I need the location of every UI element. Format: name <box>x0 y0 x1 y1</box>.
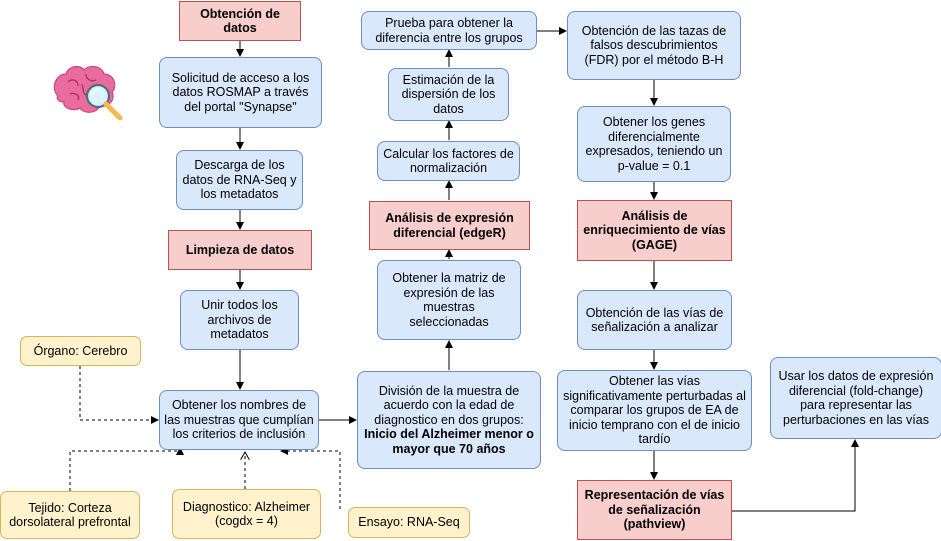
node-analisis-enriquecimiento: Análisis de enriquecimiento de vías (GAG… <box>577 200 732 261</box>
node-obtener-nombres: Obtener los nombres de las muestras que … <box>159 390 319 450</box>
node-usar-datos: Usar los datos de expresión diferencial … <box>770 357 941 439</box>
node-division-muestra: División de la muestra de acuerdo con la… <box>357 371 541 469</box>
node-prueba-diferencia: Prueba para obtener la diferencia entre … <box>361 11 537 50</box>
node-vias-perturbadas: Obtener las vías significativamente pert… <box>557 370 752 451</box>
node-representacion-vias: Representación de vías de señalización (… <box>577 480 732 540</box>
node-unir-archivos: Unir todos los archivos de metadatos <box>180 290 299 350</box>
node-vias-analizar: Obtención de las vías de señalización a … <box>577 290 732 350</box>
node-analisis-expresion: Análisis de expresión diferencial (edgeR… <box>369 201 530 250</box>
node-limpieza-datos: Limpieza de datos <box>168 230 312 270</box>
node-ensayo-rnaseq: Ensayo: RNA-Seq <box>348 507 470 538</box>
edge-ensayo-nombres <box>280 447 341 509</box>
node-solicitud-acceso: Solicitud de acceso a los datos ROSMAP a… <box>159 57 322 128</box>
node-obtencion-datos: Obtención de datos <box>179 1 301 41</box>
node-obtener-matriz: Obtener la matriz de expresión de las mu… <box>377 260 521 340</box>
node-organo-cerebro: Órgano: Cerebro <box>20 336 141 366</box>
brain-search-icon <box>53 65 123 121</box>
node-obtencion-fdr: Obtención de las tazas de falsos descubr… <box>567 11 741 80</box>
node-diagnostico-alzheimer: Diagnostico: Alzheimer (cogdx = 4) <box>172 489 321 539</box>
edge-representacion-usar <box>732 439 859 512</box>
division-bold-text: Inicio del Alzheimer menor o mayor que 7… <box>364 427 534 456</box>
node-descarga-datos: Descarga de los datos de RNA-Seq y los m… <box>176 150 303 210</box>
node-tejido-corteza: Tejido: Corteza dorsolateral prefrontal <box>0 491 140 539</box>
node-estimacion-dispersion: Estimación de la dispersión de los datos <box>388 68 509 121</box>
node-genes-expresados: Obtener los genes diferencialmente expre… <box>577 106 731 182</box>
node-calcular-factores: Calcular los factores de normalización <box>377 141 520 181</box>
division-text: División de la muestra de acuerdo con la… <box>374 383 524 427</box>
edge-tejido-nombres <box>69 447 184 491</box>
edge-organo-nombres <box>79 366 159 424</box>
